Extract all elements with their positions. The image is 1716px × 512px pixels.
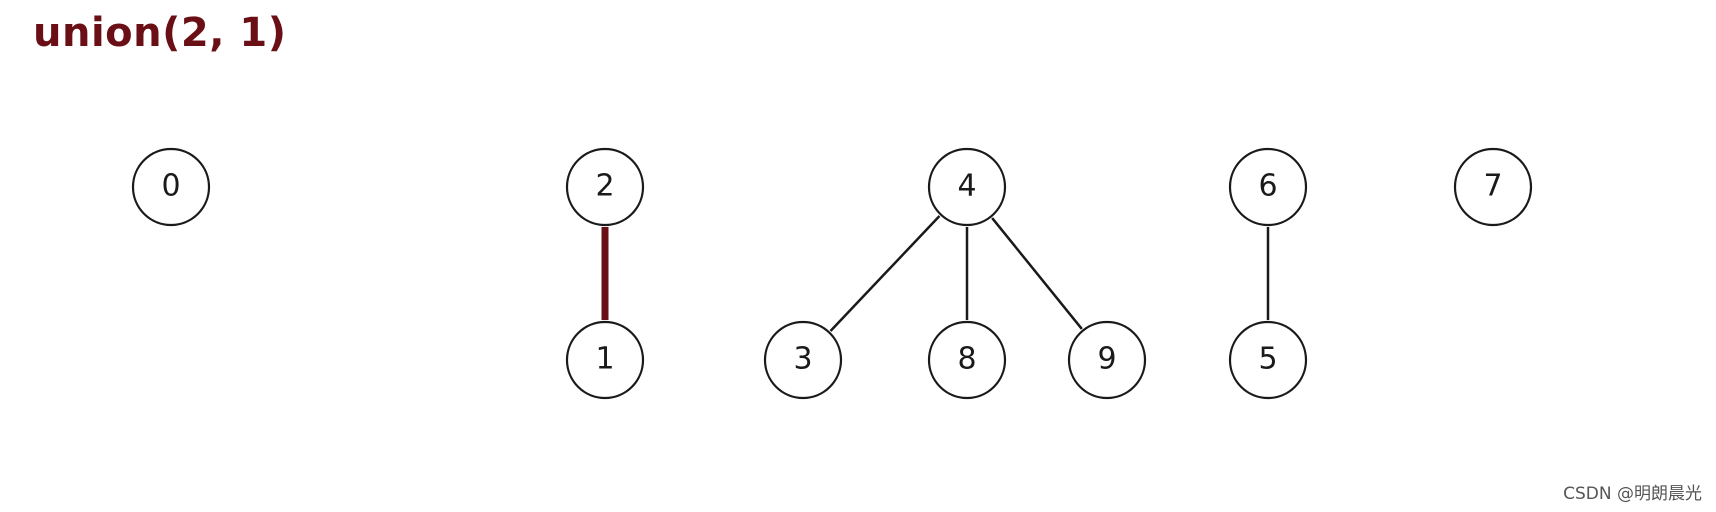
- operation-title: union(2, 1): [33, 10, 287, 56]
- node-label: 3: [793, 342, 812, 377]
- node-1: 1: [565, 320, 645, 400]
- node-circle: [1453, 147, 1533, 227]
- edges-layer: [601, 215, 1270, 332]
- node-label: 1: [595, 342, 614, 377]
- node-circle: [763, 320, 843, 400]
- node-circle: [927, 320, 1007, 400]
- node-7: 7: [1453, 147, 1533, 227]
- node-circle: [565, 320, 645, 400]
- nodes-layer: 0 1 2 3 4 5 6 7 8 9: [131, 147, 1533, 400]
- edge-4-9: [991, 217, 1083, 330]
- node-circle: [1228, 147, 1308, 227]
- node-label: 2: [595, 169, 614, 204]
- node-6: 6: [1228, 147, 1308, 227]
- node-label: 8: [957, 342, 976, 377]
- node-2: 2: [565, 147, 645, 227]
- node-label: 6: [1258, 169, 1277, 204]
- node-3: 3: [763, 320, 843, 400]
- node-4: 4: [927, 147, 1007, 227]
- node-0: 0: [131, 147, 211, 227]
- node-label: 0: [161, 169, 180, 204]
- node-circle: [1067, 320, 1147, 400]
- edge-4-3: [829, 215, 941, 332]
- node-circle: [1228, 320, 1308, 400]
- node-5: 5: [1228, 320, 1308, 400]
- node-label: 9: [1097, 342, 1116, 377]
- node-label: 5: [1258, 342, 1277, 377]
- node-circle: [927, 147, 1007, 227]
- watermark: CSDN @明朗晨光: [1563, 484, 1702, 504]
- node-9: 9: [1067, 320, 1147, 400]
- node-label: 7: [1483, 169, 1502, 204]
- node-circle: [565, 147, 645, 227]
- node-label: 4: [957, 169, 976, 204]
- node-8: 8: [927, 320, 1007, 400]
- node-circle: [131, 147, 211, 227]
